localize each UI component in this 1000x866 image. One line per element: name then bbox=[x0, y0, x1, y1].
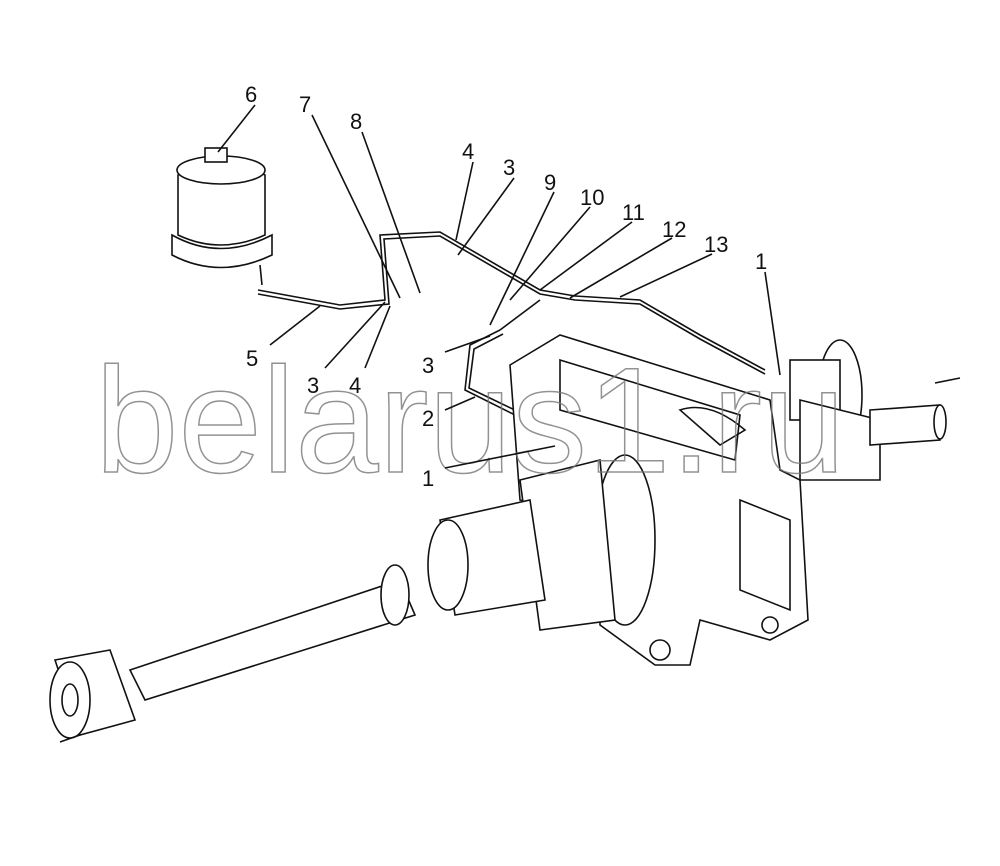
callout-label: 11 bbox=[622, 200, 645, 225]
callout-label: 1 bbox=[755, 249, 767, 274]
input-shaft bbox=[49, 564, 417, 743]
callout-label: 7 bbox=[299, 92, 311, 117]
callouts: 6 7 8 4 3 9 10 11 12 13 1 5 3 4 3 2 1 bbox=[217, 82, 781, 491]
callout-label: 4 bbox=[349, 373, 361, 398]
callout-label: 2 bbox=[422, 406, 434, 431]
callout-label: 5 bbox=[246, 346, 258, 371]
callout-label: 6 bbox=[245, 82, 257, 107]
rear-shaft-assembly bbox=[789, 339, 961, 481]
callout-label: 3 bbox=[503, 155, 515, 180]
callout-label: 4 bbox=[462, 139, 474, 164]
callout-label: 3 bbox=[307, 373, 319, 398]
callout-label: 3 bbox=[422, 353, 434, 378]
watermark: belarus1.ru bbox=[95, 336, 845, 504]
oil-filter bbox=[171, 147, 273, 286]
front-housing bbox=[427, 454, 656, 631]
callout-label: 1 bbox=[422, 466, 434, 491]
callout-label: 13 bbox=[704, 232, 728, 257]
callout-label: 9 bbox=[544, 170, 556, 195]
callout-label: 10 bbox=[580, 185, 604, 210]
callout-label: 8 bbox=[350, 109, 362, 134]
callout-label: 12 bbox=[662, 217, 686, 242]
